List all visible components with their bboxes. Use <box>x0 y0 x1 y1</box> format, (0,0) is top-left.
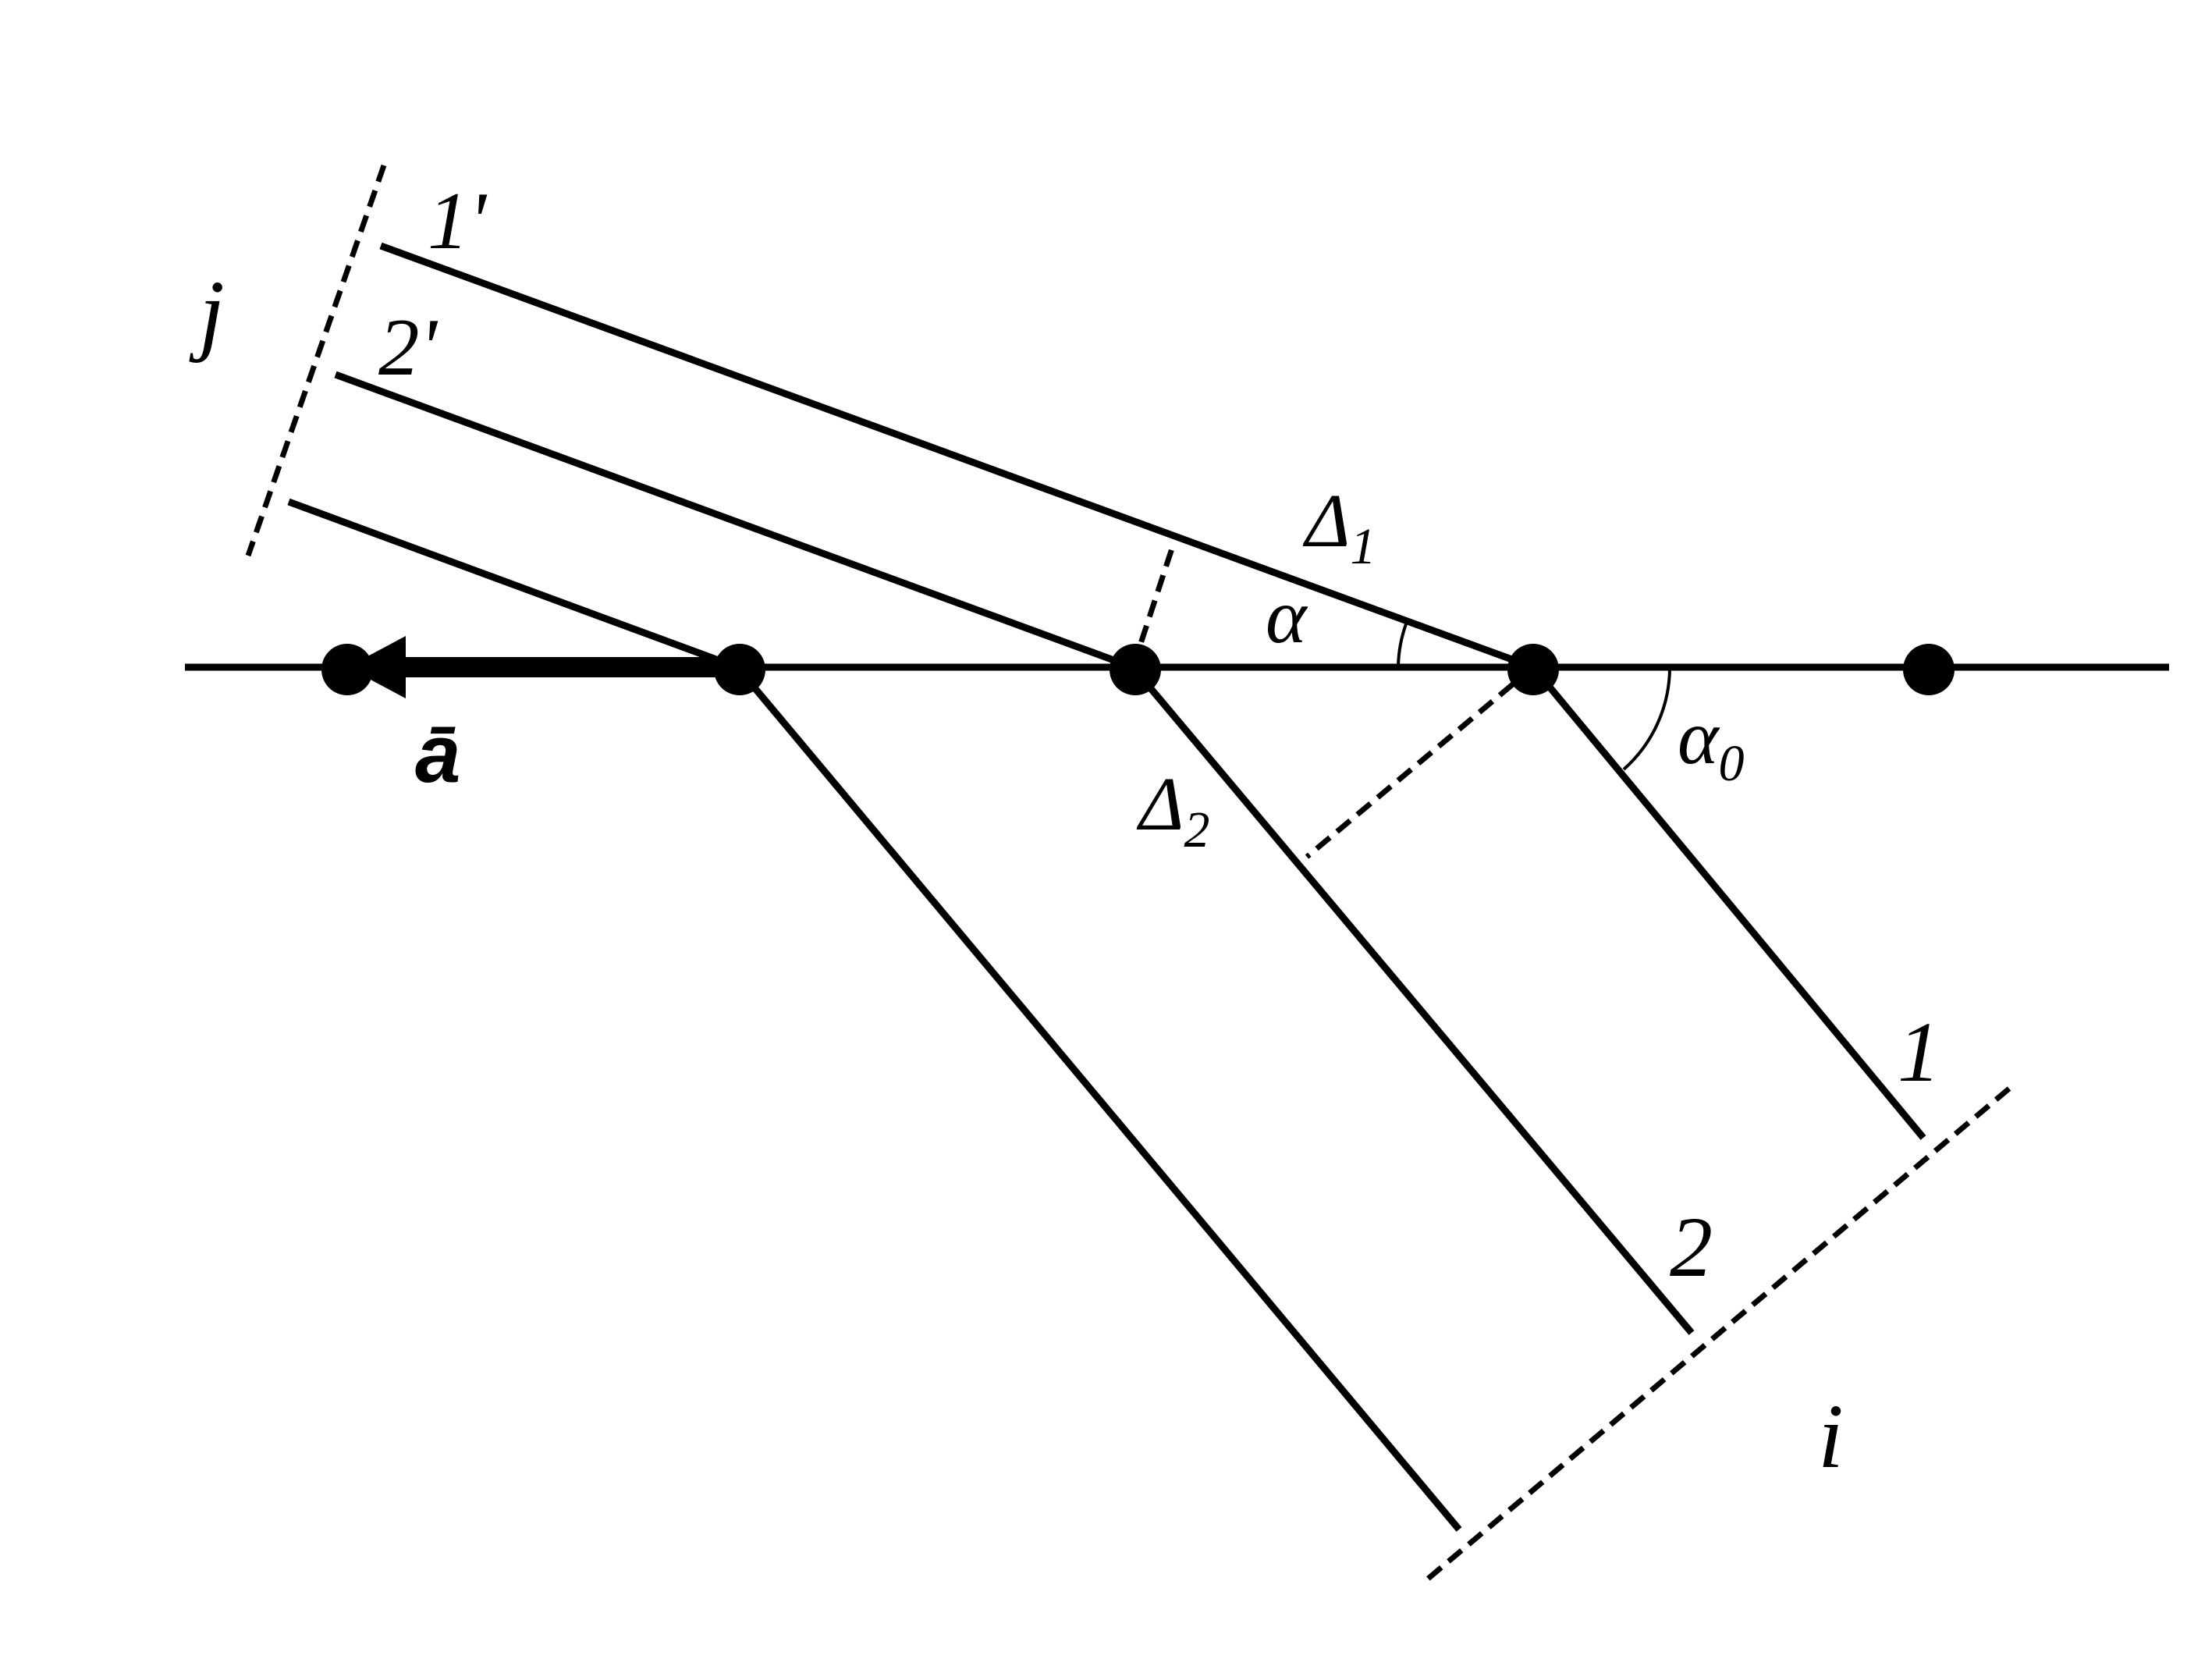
incoming-ray-3 <box>734 665 1462 1532</box>
lattice-point <box>714 644 765 695</box>
label-i: i <box>1818 1385 1844 1487</box>
lattice-point <box>1110 644 1161 695</box>
label-alpha0: α0 <box>1678 694 1745 792</box>
delta1-subscript: 1 <box>1351 518 1376 575</box>
wavefront-j <box>245 164 387 557</box>
label-ray-2: 2 <box>1670 1199 1713 1295</box>
label-alpha: α <box>1266 573 1308 659</box>
label-vector-a: ā <box>415 709 460 800</box>
label-ray-2prime: 2' <box>378 301 438 393</box>
wavefront-i <box>1419 1086 2011 1586</box>
label-delta2: Δ2 <box>1136 762 1210 858</box>
lattice-point <box>321 644 373 695</box>
outgoing-ray-1prime <box>379 242 1535 671</box>
alpha0-subscript: 0 <box>1719 735 1745 792</box>
label-ray-1prime: 1' <box>428 175 488 266</box>
incoming-ray-1 <box>1530 665 1926 1140</box>
delta1-perpendicular <box>1130 545 1176 669</box>
incoming-ray-2 <box>1130 665 1695 1335</box>
lattice-point <box>1507 644 1559 695</box>
vector-a-arrowhead <box>347 636 406 698</box>
lattice-point <box>1903 644 1955 695</box>
delta2-subscript: 2 <box>1184 801 1210 858</box>
delta2-perpendicular <box>1305 665 1536 859</box>
alpha0-symbol: α <box>1678 694 1720 780</box>
alpha0-arc <box>1622 666 1671 771</box>
label-ray-1: 1 <box>1898 1004 1940 1099</box>
label-delta1: Δ1 <box>1302 479 1376 575</box>
alpha-arc <box>1397 621 1408 668</box>
label-j: j <box>189 261 225 364</box>
delta2-symbol: Δ <box>1136 762 1184 847</box>
outgoing-ray-2prime <box>334 371 1134 671</box>
delta1-symbol: Δ <box>1302 479 1351 563</box>
outgoing-ray-3 <box>287 498 739 671</box>
